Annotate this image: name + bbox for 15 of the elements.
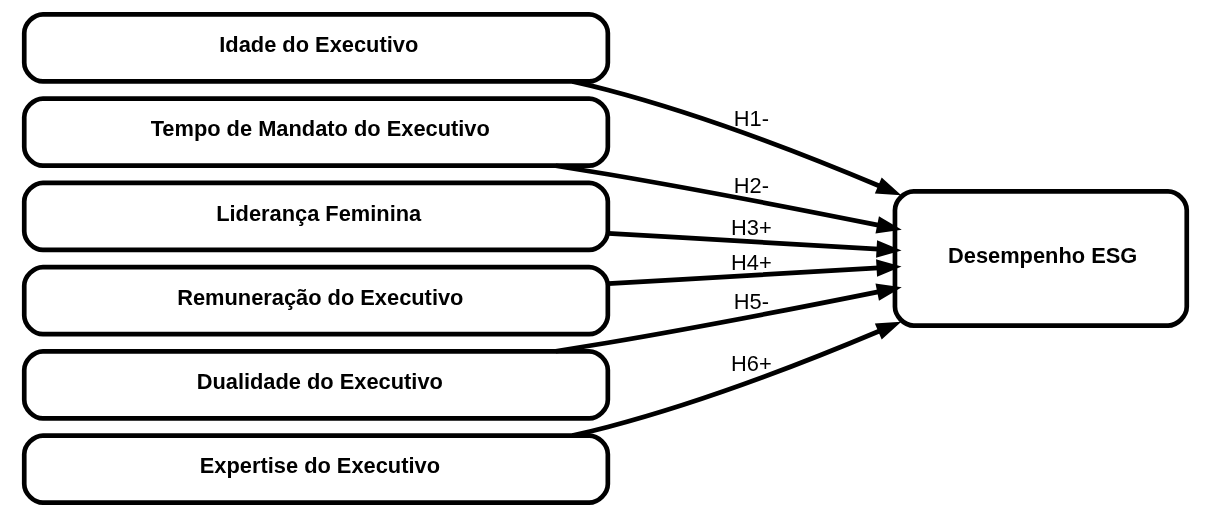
node-box: Desempenho ESG [892,189,1190,328]
edge-label: H2- [733,173,769,199]
edge-label: H5- [733,288,769,314]
node-box: Dualidade do Executivo [21,349,611,421]
arrow [607,231,902,258]
node-box: Idade do Executivo [21,11,611,84]
edge-label: H1- [733,106,769,132]
node-box: Liderança Feminina [21,180,611,253]
edge-label: H3+ [731,215,772,241]
node-box: Expertise do Executivo [21,433,611,506]
edge-label: H6+ [731,351,772,377]
node-box: Tempo de Mandato do Executivo [21,96,611,168]
edge-label: H4+ [731,249,772,275]
arrow [607,259,902,286]
node-box: Remuneração do Executivo [21,264,611,337]
